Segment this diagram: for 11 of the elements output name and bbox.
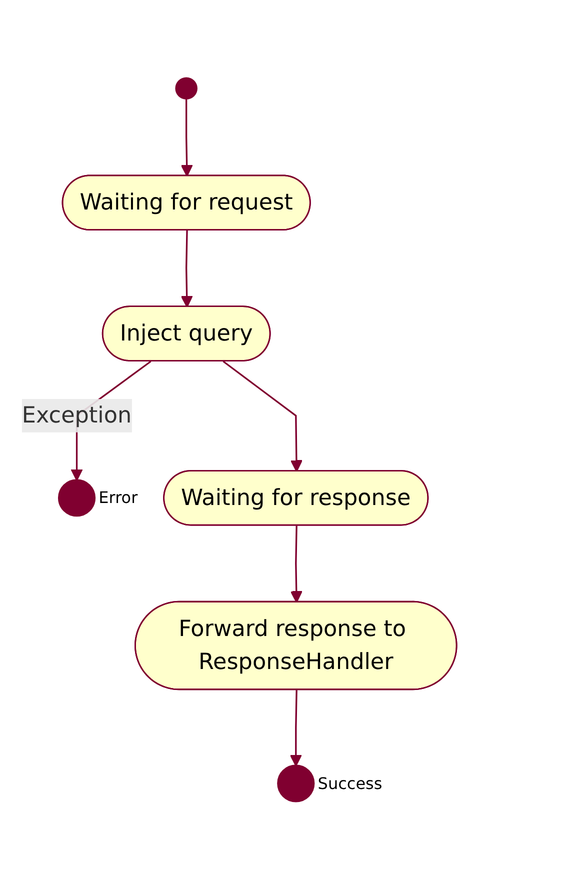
- node-circle: [276, 764, 314, 802]
- edge-label: Exception: [21, 402, 132, 428]
- arrow: [180, 230, 192, 308]
- arrow: [180, 98, 192, 177]
- node-circle: [174, 77, 197, 100]
- state-label: Error: [98, 488, 138, 507]
- node-circle: [57, 479, 96, 517]
- arrow: [289, 690, 302, 767]
- state-label: Success: [318, 774, 382, 793]
- arrow: [222, 360, 302, 472]
- arrow: [290, 526, 302, 603]
